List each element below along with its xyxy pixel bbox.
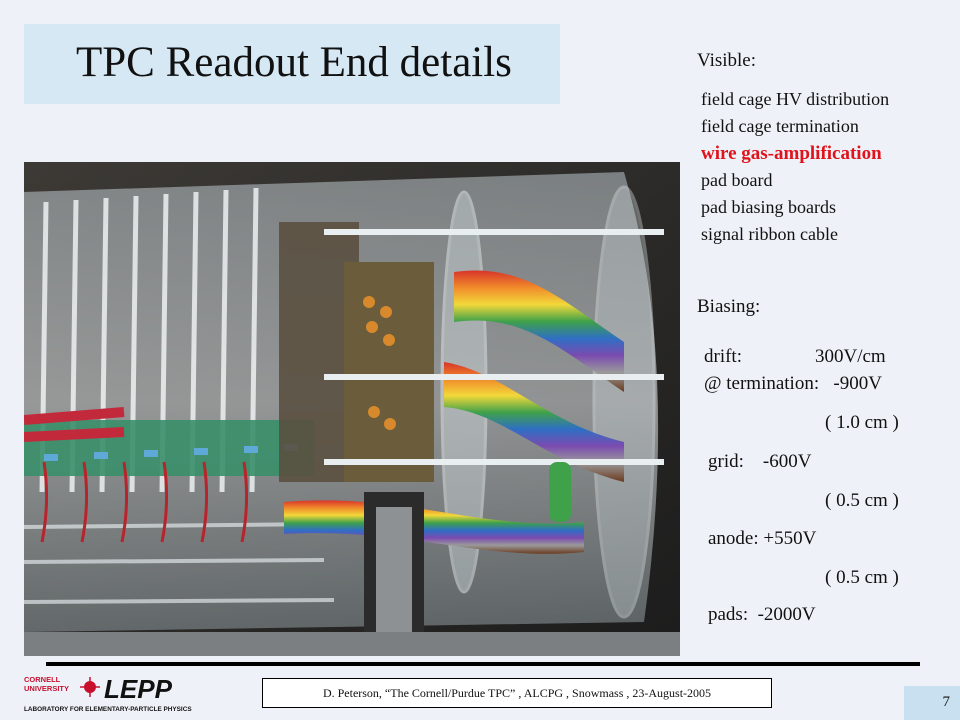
list-item: pad board	[701, 170, 773, 190]
slide-title: TPC Readout End details	[76, 39, 512, 86]
grid-voltage: grid: -600V	[708, 451, 812, 472]
logo-university: UNIVERSITY	[24, 684, 69, 693]
lepp-logo: CORNELL UNIVERSITY LEPP LABORATORY FOR E…	[24, 674, 192, 713]
list-item: signal ribbon cable	[701, 224, 838, 244]
list-item: field cage HV distribution	[701, 89, 890, 109]
list-item-highlighted: wire gas-amplification	[701, 143, 882, 164]
logo-cornell: CORNELL	[24, 675, 61, 684]
gap-anode-pads: ( 0.5 cm )	[825, 567, 899, 588]
drift-value: 300V/cm	[815, 346, 886, 367]
drift-label: drift:	[704, 346, 742, 367]
gap-grid-anode: ( 0.5 cm )	[825, 490, 899, 511]
gap-termination-grid: ( 1.0 cm )	[825, 412, 899, 433]
tpc-photo	[24, 162, 680, 656]
visible-list: field cage HV distribution field cage te…	[701, 86, 889, 248]
termination-voltage: @ termination: -900V	[704, 373, 882, 394]
logo-star-icon	[80, 677, 100, 697]
list-item: pad biasing boards	[701, 197, 836, 217]
page-number: 7	[942, 694, 951, 710]
biasing-heading: Biasing:	[697, 296, 761, 317]
footer-divider	[46, 662, 920, 666]
citation-text: D. Peterson, “The Cornell/Purdue TPC” , …	[322, 686, 712, 700]
title-band: TPC Readout End details	[24, 24, 560, 104]
logo-subtitle: LABORATORY FOR ELEMENTARY-PARTICLE PHYSI…	[24, 706, 192, 713]
citation-box: D. Peterson, “The Cornell/Purdue TPC” , …	[262, 678, 772, 708]
visible-heading: Visible:	[697, 50, 757, 71]
pads-voltage: pads: -2000V	[708, 604, 816, 625]
anode-voltage: anode: +550V	[708, 528, 817, 549]
logo-lepp: LEPP	[104, 674, 173, 704]
list-item: field cage termination	[701, 116, 859, 136]
page-number-band: 7	[904, 686, 960, 720]
